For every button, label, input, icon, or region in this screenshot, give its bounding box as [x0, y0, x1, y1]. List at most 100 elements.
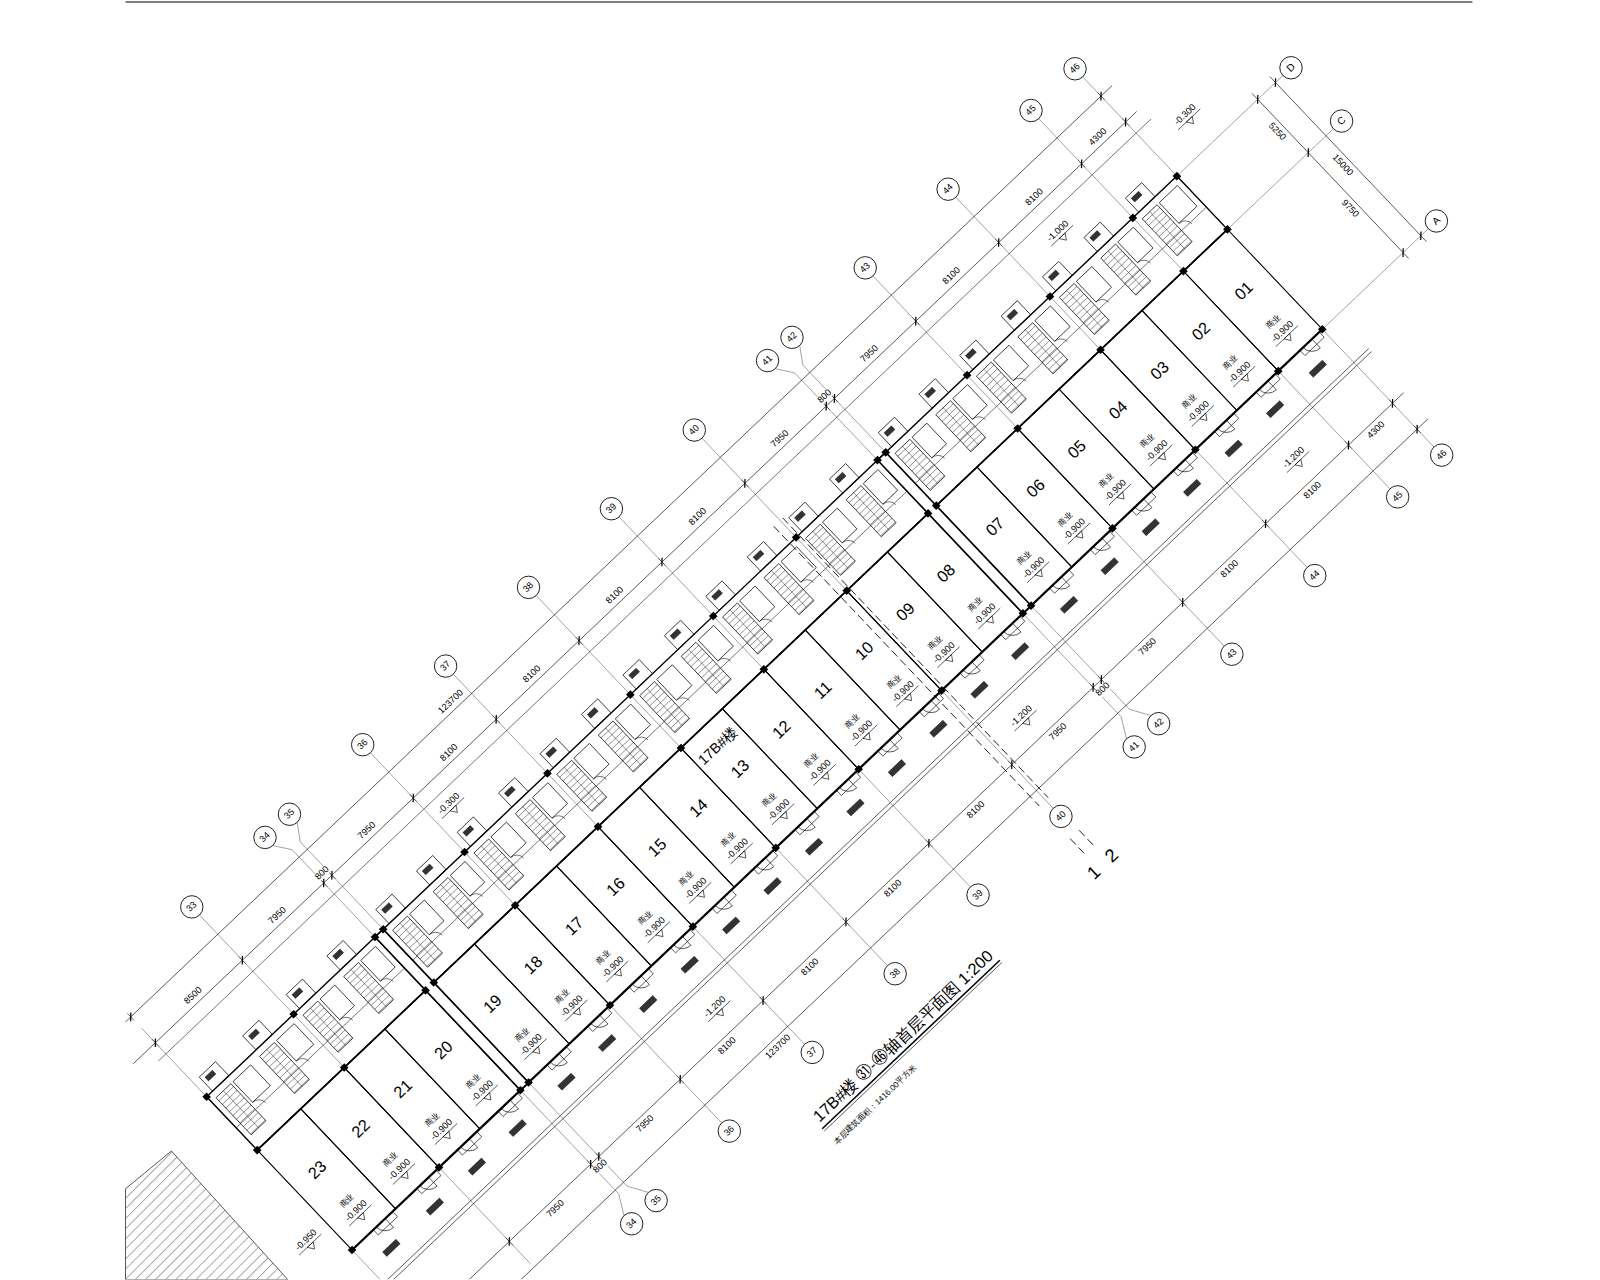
stair-outline	[598, 721, 648, 772]
extension-line	[1262, 520, 1269, 527]
dimension-line	[1270, 77, 1427, 242]
axis-bubble	[616, 1208, 648, 1240]
entrance-step	[754, 851, 778, 874]
entrance-step	[498, 1093, 522, 1116]
dimension-text: 7950	[544, 1198, 567, 1220]
stair-handrail	[267, 1049, 302, 1086]
column	[202, 1092, 211, 1101]
stair-outline	[344, 963, 394, 1014]
door-swing	[963, 662, 980, 679]
column	[524, 1078, 533, 1087]
unit-number: 21	[391, 1077, 415, 1101]
extension-line	[1414, 426, 1421, 433]
level-mark: -1.200	[1280, 445, 1307, 471]
dimension-tick	[676, 1075, 685, 1084]
dimension-tick	[575, 636, 584, 645]
extension-line	[576, 637, 583, 644]
unit-number: 03	[1148, 359, 1172, 383]
back-porch	[747, 542, 777, 572]
unit-number: 19	[481, 992, 505, 1016]
stair-handrail	[1025, 330, 1060, 367]
extension-line	[912, 317, 919, 324]
dimension-tick	[151, 1038, 160, 1047]
column	[348, 1246, 357, 1255]
axis-bubble	[1275, 52, 1307, 84]
adjacent-building-hatch	[126, 1151, 288, 1280]
unit-number: 10	[852, 639, 876, 663]
toilet-room	[1076, 267, 1111, 302]
door-swing	[1013, 374, 1026, 387]
equipment-tag	[333, 949, 344, 960]
axis-bubble	[430, 650, 462, 682]
column	[340, 1063, 349, 1072]
entrance-step	[1090, 531, 1114, 554]
unit-number: 02	[1189, 319, 1213, 343]
shop-unit: 14商业-0.900	[639, 748, 775, 887]
entrance-step	[1132, 492, 1156, 515]
stair-handrail	[689, 649, 724, 686]
dimension-text: 7950	[1136, 636, 1159, 658]
dimension-text: 8100	[686, 506, 709, 528]
unit-number: 04	[1106, 398, 1130, 422]
expansion-joint	[375, 929, 529, 1090]
stair-handrail	[1108, 251, 1143, 288]
stair-outline	[846, 486, 896, 537]
axis-bubble	[1426, 439, 1458, 471]
equipment-tag	[712, 589, 723, 600]
level-mark: -0.950	[293, 1227, 320, 1253]
shop-unit: 12商业-0.900	[722, 669, 858, 808]
equipment-tag	[1090, 231, 1101, 242]
extension-line	[925, 840, 932, 847]
stair-handrail	[730, 610, 765, 647]
door-swing	[429, 928, 442, 941]
axis-line	[1220, 129, 1333, 237]
dimension-text: 800	[815, 387, 834, 406]
toilet-room	[491, 822, 526, 857]
unit-number: 14	[687, 796, 711, 820]
sheet-border	[126, 2, 1473, 3]
signage-tag	[383, 1239, 401, 1256]
door-swing	[801, 576, 814, 589]
stair-handrail	[223, 1091, 258, 1128]
equipment-tag	[205, 1070, 216, 1081]
toilet-room	[574, 743, 609, 778]
extension-line	[1078, 160, 1085, 167]
axis-bubble	[1421, 205, 1453, 237]
unit-number: 17	[562, 914, 586, 938]
door-swing	[676, 694, 689, 707]
extension-line	[842, 918, 849, 925]
extension-line	[658, 558, 665, 565]
equipment-tag	[504, 786, 515, 797]
toilet-room	[320, 985, 354, 1020]
equipment-tag	[835, 472, 846, 483]
entrance-step	[919, 693, 943, 716]
door-swing	[296, 1055, 309, 1068]
stair-handrail	[854, 493, 889, 530]
entrance-step	[712, 890, 736, 913]
column	[963, 371, 972, 380]
dimension-total: 15000	[1329, 152, 1355, 178]
column	[379, 925, 388, 934]
axis-bubble	[513, 572, 545, 604]
door-swing	[593, 773, 606, 786]
signage-tag	[971, 681, 989, 698]
entrance-step	[795, 811, 819, 834]
column	[1096, 345, 1105, 354]
back-porch	[199, 1062, 229, 1092]
axis-bubble	[678, 414, 710, 446]
unit-number: 13	[728, 757, 752, 781]
door-swing	[1093, 538, 1110, 555]
door-swing	[460, 1139, 477, 1156]
signage-tag	[426, 1198, 444, 1215]
unit-number: 11	[811, 679, 835, 703]
toilet-room	[532, 783, 567, 818]
dimension-text: 8100	[1218, 558, 1241, 580]
level-mark: -1.000	[1045, 218, 1072, 244]
door-swing	[757, 858, 774, 875]
unit-number: 08	[934, 561, 958, 585]
shop-unit: 11商业-0.900	[764, 630, 900, 769]
dimension-tick	[1253, 95, 1262, 104]
pavement-line	[384, 349, 1369, 1280]
dimension-tick	[238, 956, 247, 965]
stair-outline	[723, 603, 773, 654]
